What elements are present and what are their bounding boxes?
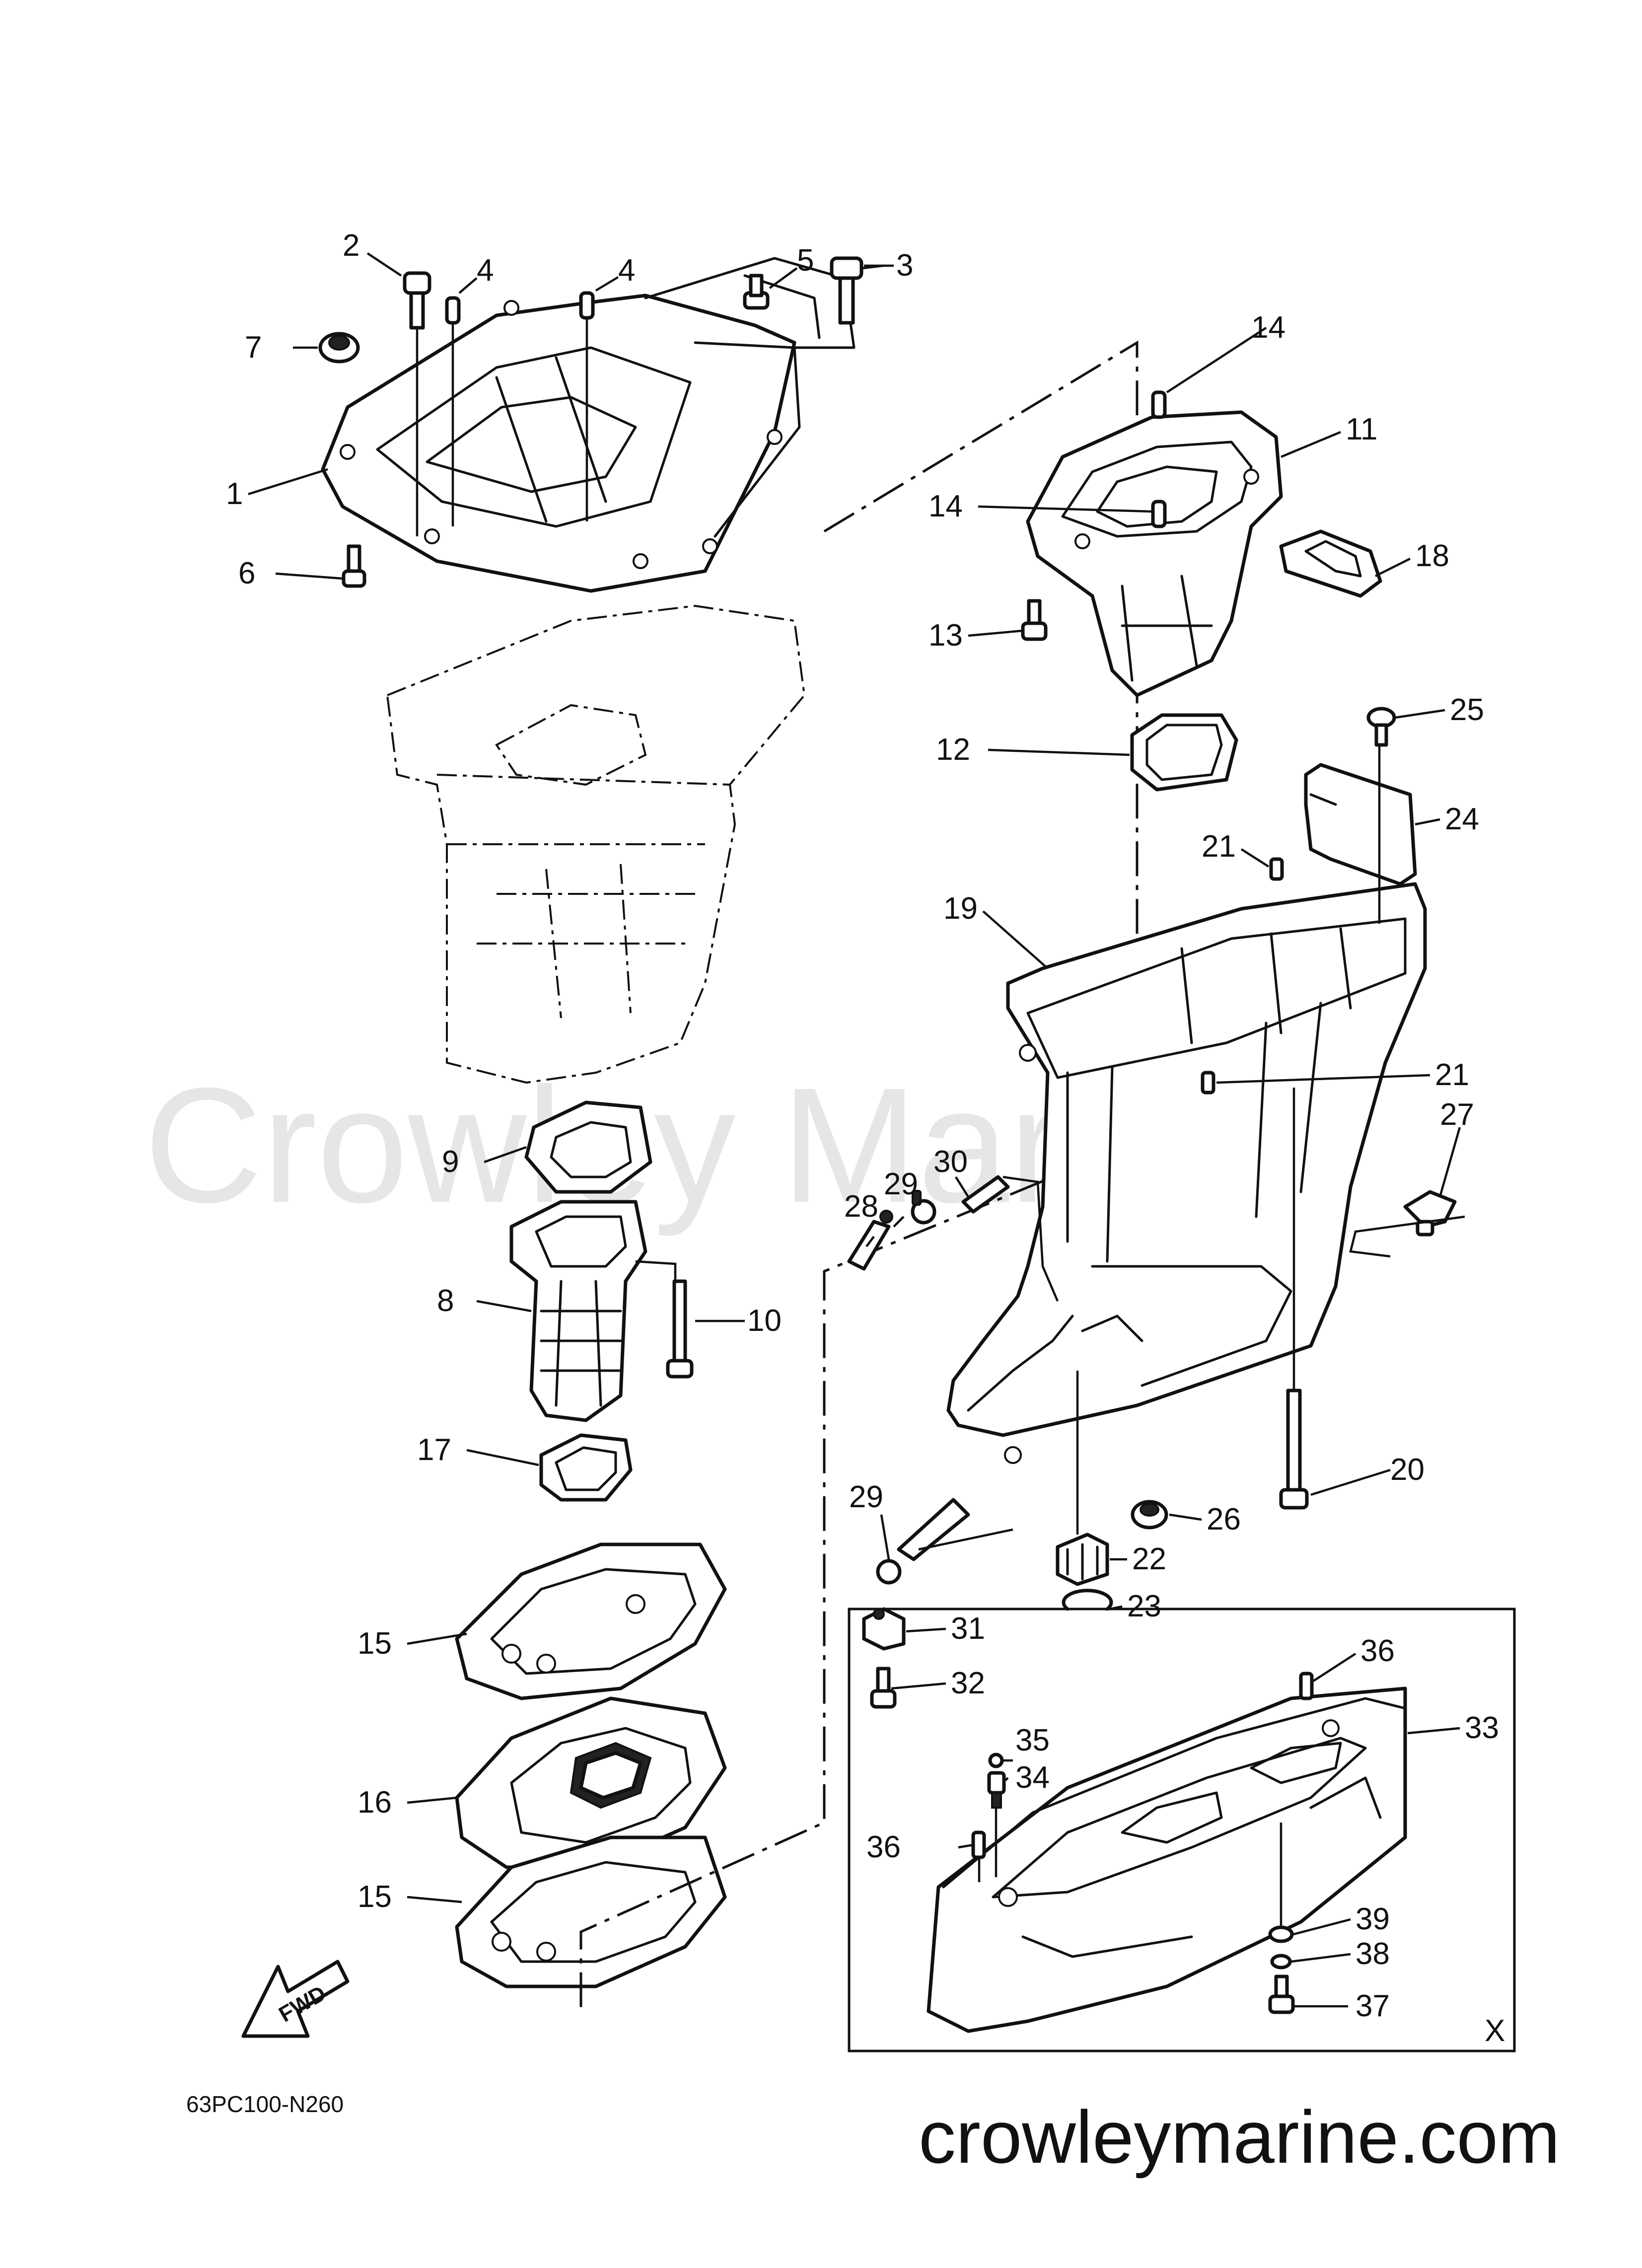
- callout-28: 28: [844, 1189, 878, 1224]
- callout-25: 25: [1450, 693, 1484, 727]
- callout-36b: 36: [866, 1830, 901, 1864]
- callout-31: 31: [951, 1611, 985, 1646]
- part-10-bolt: [666, 1279, 694, 1379]
- callout-33: 33: [1465, 1711, 1499, 1745]
- callout-19: 19: [943, 891, 978, 926]
- callout-labels: 1 2 3 4 4 5 6 7 8 9 10 11 12 13 14 14 15…: [226, 228, 1499, 2023]
- part-3-bolt: [830, 256, 863, 325]
- callout-23: 23: [1127, 1589, 1161, 1623]
- callout-11: 11: [1346, 412, 1377, 446]
- callout-10: 10: [747, 1304, 782, 1338]
- callout-4b: 4: [618, 253, 635, 288]
- callout-27: 27: [1440, 1097, 1474, 1132]
- callout-12: 12: [936, 732, 970, 767]
- part-12-seal: [1130, 713, 1238, 792]
- callout-18: 18: [1415, 539, 1449, 573]
- callout-22: 22: [1132, 1542, 1166, 1576]
- callout-1: 1: [226, 477, 243, 511]
- part-30-hose: [961, 1175, 1010, 1214]
- part-34-fitting: [987, 1771, 1006, 1809]
- part-21-dowel-lower: [1201, 1071, 1215, 1095]
- part-7-plug: [318, 332, 360, 364]
- callout-21b: 21: [1435, 1058, 1469, 1092]
- callout-9: 9: [442, 1145, 459, 1179]
- part-8-exhaust-pipe: [509, 1200, 647, 1422]
- part-6-bolt: [342, 544, 366, 588]
- callout-17: 17: [417, 1433, 451, 1467]
- part-36-dowel-left: [971, 1830, 986, 1859]
- callout-14a: 14: [1251, 310, 1285, 345]
- part-18-strainer: [1279, 529, 1382, 598]
- part-11-oil-pan: [1026, 410, 1283, 697]
- callout-3: 3: [896, 248, 913, 283]
- part-21-dowel-upper: [1269, 857, 1284, 881]
- part-38-spring-washer: [1270, 1954, 1292, 1970]
- callout-5: 5: [797, 243, 814, 278]
- part-32-bolt: [870, 1667, 897, 1709]
- part-27-grommet: [1403, 1190, 1457, 1237]
- callout-29b: 29: [849, 1480, 883, 1514]
- part-33-lower-cover: [927, 1686, 1407, 2033]
- footer-url: crowleymarine.com: [919, 2095, 1560, 2179]
- part-25-screw: [1366, 707, 1396, 747]
- callout-39: 39: [1356, 1902, 1390, 1936]
- callout-8: 8: [437, 1284, 454, 1318]
- part-14-dowel-upper: [1151, 390, 1167, 419]
- part-39-washer: [1268, 1925, 1294, 1943]
- part-29-clip-upper: [911, 1190, 936, 1225]
- callout-15a: 15: [357, 1626, 392, 1661]
- callout-35: 35: [1015, 1723, 1050, 1757]
- part-14-dowel-lower: [1151, 500, 1167, 528]
- group-separator-line: [579, 340, 1139, 2011]
- callout-34: 34: [1015, 1760, 1050, 1795]
- callout-36a: 36: [1360, 1634, 1395, 1668]
- part-9-gasket: [524, 1100, 652, 1194]
- part-20-stud-bolt: [1279, 1389, 1309, 1510]
- callout-38: 38: [1356, 1937, 1390, 1971]
- callout-16: 16: [357, 1785, 392, 1820]
- callout-26: 26: [1207, 1502, 1241, 1536]
- callout-37: 37: [1356, 1989, 1390, 2023]
- part-29-clip-lower: [876, 1498, 970, 1585]
- part-15-gasket-upper: [455, 1542, 727, 1700]
- group-x-box: [848, 1608, 1516, 2052]
- callout-32: 32: [951, 1666, 985, 1700]
- diagram-code: 63PC100-N260: [186, 2091, 344, 2117]
- part-31-bracket: [862, 1607, 906, 1651]
- part-4-dowel-right: [579, 291, 595, 320]
- part-22-bushing: [1056, 1533, 1109, 1586]
- callout-2: 2: [343, 228, 359, 263]
- callout-4a: 4: [477, 253, 494, 288]
- ghost-powerhead-outline: [386, 604, 806, 1084]
- callout-15b: 15: [357, 1880, 392, 1914]
- callout-13: 13: [928, 618, 963, 653]
- callout-6: 6: [238, 556, 255, 590]
- part-28-fitting: [847, 1210, 893, 1271]
- callout-14b: 14: [928, 489, 963, 523]
- part-23-circlip: [1062, 1589, 1113, 1611]
- callout-24: 24: [1445, 802, 1479, 836]
- box-label-x: X: [1485, 2014, 1505, 2048]
- part-19-upper-casing: [946, 882, 1427, 1464]
- part-17-seal-ring: [539, 1433, 633, 1502]
- callout-21a: 21: [1202, 829, 1236, 864]
- part-37-bolt: [1268, 1975, 1295, 2014]
- fwd-arrow-icon: FWD: [241, 1960, 350, 2038]
- callout-30: 30: [933, 1145, 968, 1179]
- part-5-bolt: [743, 274, 770, 310]
- callout-20: 20: [1390, 1453, 1425, 1487]
- part-35-o-ring: [988, 1753, 1004, 1768]
- part-13-bolt: [1021, 599, 1048, 641]
- part-15-gasket-lower: [455, 1835, 727, 1988]
- part-4-dowel-left: [445, 296, 461, 325]
- part-26-grommet: [1131, 1500, 1168, 1530]
- part-36-dowel-right: [1299, 1672, 1314, 1700]
- callout-29a: 29: [884, 1167, 918, 1201]
- callout-7: 7: [245, 330, 262, 365]
- part-24-cover-plate: [1304, 763, 1417, 886]
- part-2-bolt: [403, 271, 431, 330]
- part-16-gasket-plate: [455, 1696, 727, 1869]
